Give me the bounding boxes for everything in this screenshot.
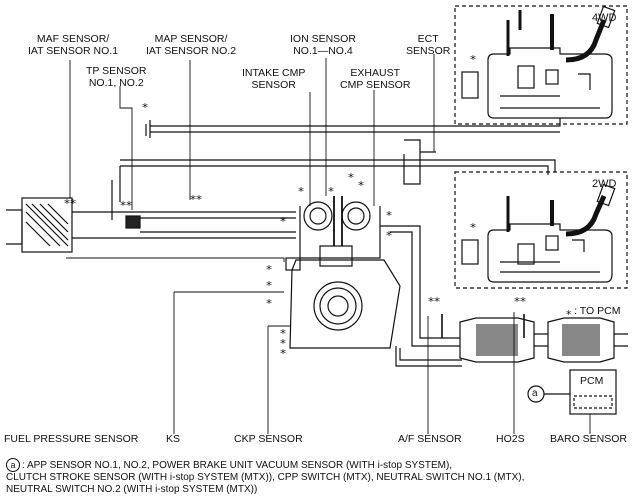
svg-text:⁎: ⁎ bbox=[470, 49, 476, 63]
ect-sensor-line2: SENSOR bbox=[406, 44, 451, 57]
fuel-tank-4wd: ⁎ bbox=[461, 5, 616, 119]
footnote-line-2: CLUTCH STROKE SENSOR (WITH i-stop SYSTEM… bbox=[6, 472, 525, 483]
ect-sensor-line1: ECT bbox=[417, 33, 439, 45]
ect-sensor-label: ECT SENSOR bbox=[406, 33, 451, 57]
to-pcm-legend: ⁎ : TO PCM bbox=[566, 305, 621, 317]
egr-line bbox=[111, 166, 121, 220]
marker-a-label: a bbox=[532, 388, 538, 399]
four-wd-title: 4WD bbox=[592, 12, 617, 24]
svg-text:⁎: ⁎ bbox=[348, 167, 354, 181]
map-sensor-label: MAP SENSOR/ IAT SENSOR NO.2 bbox=[146, 33, 237, 57]
intake-air-cleaner bbox=[6, 197, 296, 253]
maf-sensor-line2: IAT SENSOR NO.1 bbox=[28, 44, 119, 57]
ckp-sensor-label: CKP SENSOR bbox=[234, 433, 303, 445]
svg-text:⁎: ⁎ bbox=[386, 225, 392, 239]
svg-text:⁎: ⁎ bbox=[280, 323, 286, 337]
maf-sensor-line1: MAF SENSOR/ bbox=[36, 33, 110, 45]
ks-label: KS bbox=[166, 433, 181, 445]
footnote-text-1: : APP SENSOR NO.1, NO.2, POWER BRAKE UNI… bbox=[22, 460, 453, 471]
svg-text:⁎: ⁎ bbox=[266, 293, 272, 307]
tp-sensor-line1: TP SENSOR bbox=[86, 65, 147, 77]
svg-text:⁎: ⁎ bbox=[470, 217, 476, 231]
svg-text:⁎: ⁎ bbox=[386, 205, 392, 219]
exhaust-cmp-label: EXHAUST CMP SENSOR bbox=[340, 67, 411, 91]
ion-sensor-line1: ION SENSOR bbox=[290, 33, 356, 45]
two-wd-title: 2WD bbox=[592, 178, 617, 190]
svg-text:⁎⁎: ⁎⁎ bbox=[428, 291, 440, 305]
pcm-label: PCM bbox=[580, 375, 604, 387]
vent-line bbox=[403, 139, 436, 185]
ho2s-label: HO2S bbox=[496, 433, 525, 445]
pcm-module bbox=[527, 369, 617, 415]
ion-sensor-label: ION SENSOR NO.1—NO.4 bbox=[290, 33, 356, 57]
svg-text:⁎⁎: ⁎⁎ bbox=[190, 189, 202, 203]
intake-cmp-label: INTAKE CMP SENSOR bbox=[242, 67, 306, 91]
two-wd-box bbox=[454, 171, 628, 289]
intake-cmp-line2: SENSOR bbox=[251, 78, 296, 91]
svg-text:⁎: ⁎ bbox=[142, 97, 148, 111]
svg-text:⁎: ⁎ bbox=[266, 259, 272, 273]
af-sensor-label: A/F SENSOR bbox=[398, 433, 462, 445]
exhaust-system bbox=[380, 225, 628, 367]
footnote: a: APP SENSOR NO.1, NO.2, POWER BRAKE UN… bbox=[6, 458, 524, 496]
leader-lines bbox=[66, 54, 591, 434]
engine-block bbox=[285, 196, 401, 349]
baro-sensor-label: BARO SENSOR bbox=[550, 433, 628, 445]
svg-text:⁎: ⁎ bbox=[266, 275, 272, 289]
footnote-line-3: NEUTRAL SWITCH NO.2 (WITH i-stop SYSTEM … bbox=[6, 484, 258, 495]
tp-sensor-label: TP SENSOR NO.1, NO.2 bbox=[86, 65, 147, 89]
marker-a-circle: a bbox=[6, 458, 20, 472]
map-sensor-line2: IAT SENSOR NO.2 bbox=[146, 44, 237, 57]
four-wd-box bbox=[454, 5, 628, 125]
tp-sensor-line2: NO.1, NO.2 bbox=[88, 76, 144, 89]
fuel-pressure-sensor-label: FUEL PRESSURE SENSOR bbox=[4, 433, 139, 445]
map-sensor-line1: MAP SENSOR/ bbox=[154, 33, 228, 45]
svg-text:⁎⁎: ⁎⁎ bbox=[514, 291, 526, 305]
intake-cmp-line1: INTAKE CMP bbox=[242, 67, 306, 79]
footnote-line-1: a: APP SENSOR NO.1, NO.2, POWER BRAKE UN… bbox=[6, 458, 524, 472]
fuel-tank-2wd: ⁎ bbox=[461, 183, 616, 283]
exhaust-cmp-line2: CMP SENSOR bbox=[340, 78, 411, 91]
pcm-markers: ⁎⁎ ⁎⁎ ⁎⁎ ⁎ ⁎ ⁎ ⁎ ⁎ ⁎ ⁎ ⁎ ⁎ ⁎ ⁎ ⁎ ⁎ ⁎ ⁎⁎ … bbox=[64, 97, 526, 357]
fuel-line-upper bbox=[145, 118, 561, 138]
maf-sensor-label: MAF SENSOR/ IAT SENSOR NO.1 bbox=[28, 33, 119, 57]
fuel-line-mid bbox=[120, 159, 556, 175]
svg-text:⁎: ⁎ bbox=[328, 181, 334, 195]
svg-text:⁎⁎: ⁎⁎ bbox=[120, 195, 132, 209]
svg-text:⁎: ⁎ bbox=[280, 333, 286, 347]
exhaust-cmp-line1: EXHAUST bbox=[350, 67, 400, 79]
svg-text:⁎: ⁎ bbox=[280, 343, 286, 357]
svg-text:⁎⁎: ⁎⁎ bbox=[64, 193, 76, 207]
ion-sensor-line2: NO.1—NO.4 bbox=[293, 44, 353, 57]
svg-text:⁎: ⁎ bbox=[280, 211, 286, 225]
svg-text:⁎: ⁎ bbox=[298, 181, 304, 195]
svg-text:⁎: ⁎ bbox=[358, 175, 364, 189]
